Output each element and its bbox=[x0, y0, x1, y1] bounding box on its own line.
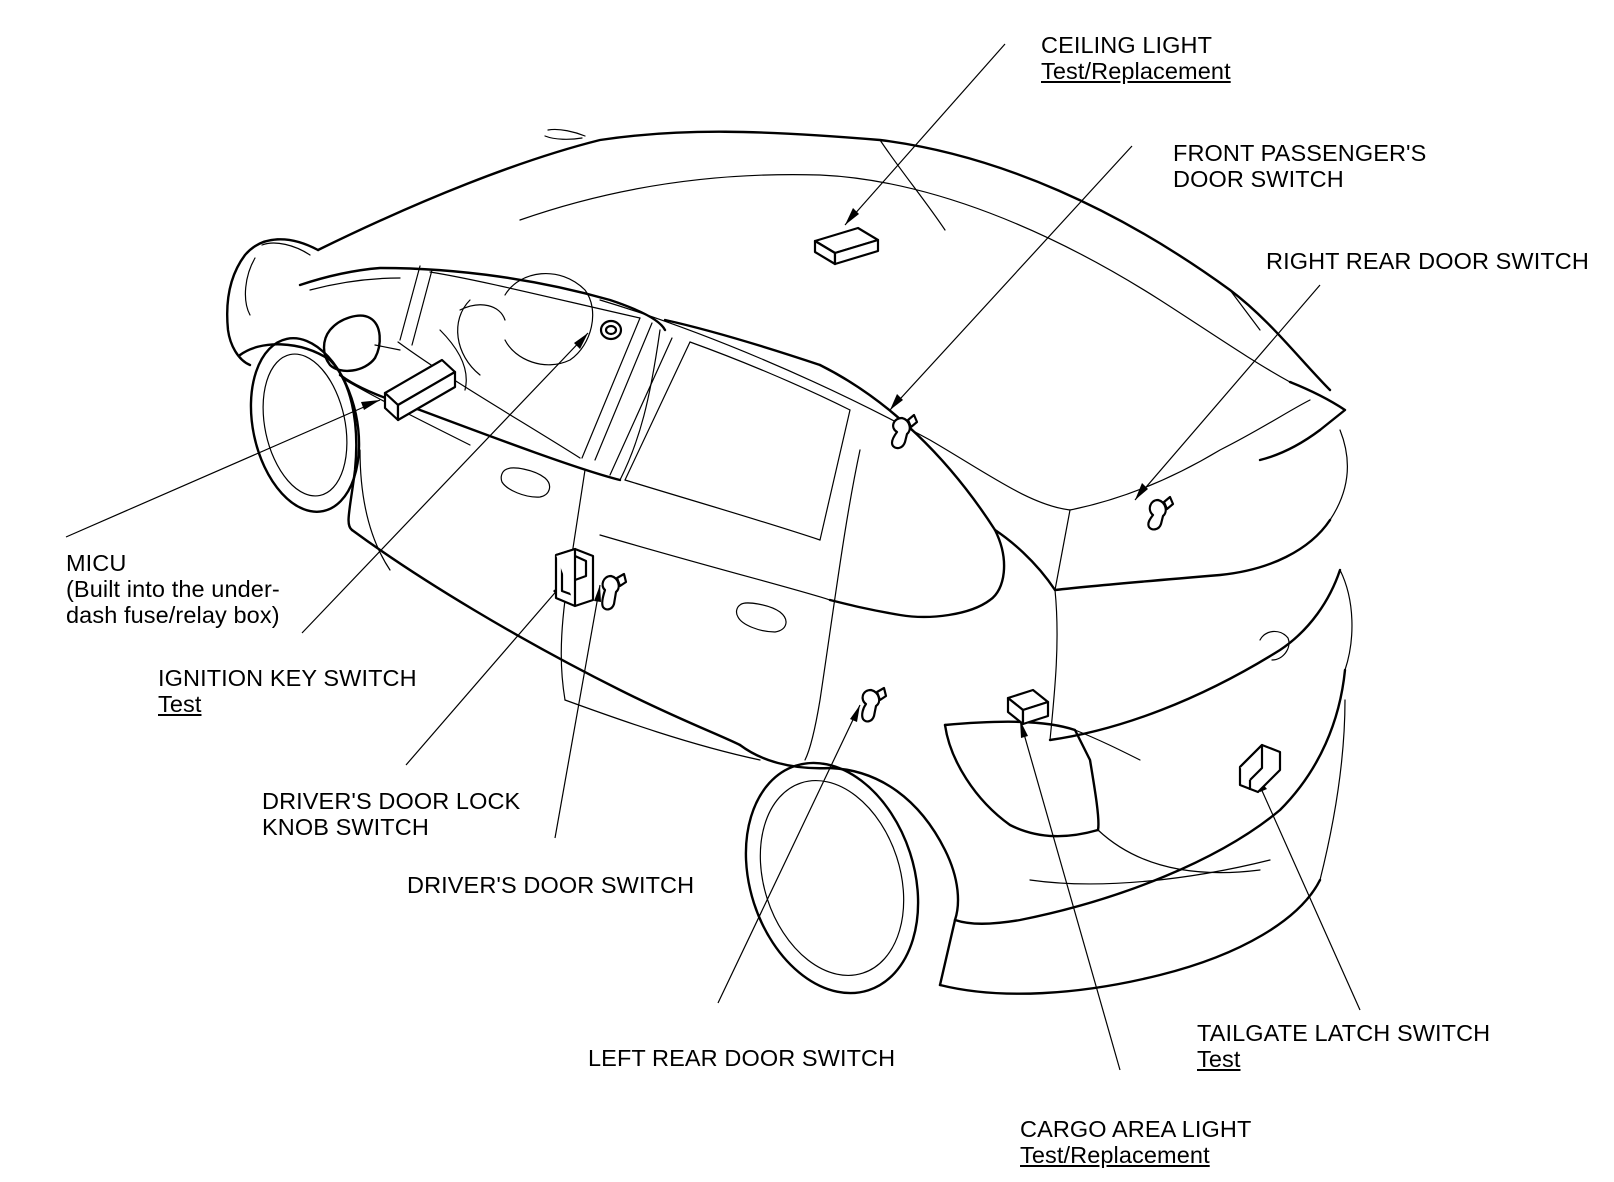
front-passenger-door-switch-label: FRONT PASSENGER'S DOOR SWITCH bbox=[1173, 140, 1426, 192]
label-line: (Built into the under- bbox=[66, 576, 280, 602]
ignition-key-switch-component bbox=[599, 319, 623, 341]
label-line: dash fuse/relay box) bbox=[66, 602, 280, 628]
label-line: CEILING LIGHT bbox=[1041, 32, 1213, 58]
label-line: TAILGATE LATCH SWITCH bbox=[1197, 1020, 1491, 1046]
tailgate-latch-switch-component bbox=[1238, 743, 1282, 794]
label-line: KNOB SWITCH bbox=[262, 814, 429, 840]
micu-component bbox=[383, 358, 457, 422]
leader-lines bbox=[65, 43, 1361, 1071]
micu-label: MICU (Built into the under- dash fuse/re… bbox=[66, 550, 280, 628]
tailgate-latch-switch-test-link[interactable]: Test bbox=[1197, 1046, 1241, 1072]
ceiling-light-component bbox=[813, 226, 880, 266]
drivers-door-lock-knob-switch-component bbox=[554, 547, 595, 608]
front-passenger-door-switch-component bbox=[890, 413, 919, 450]
label-line: CARGO AREA LIGHT bbox=[1020, 1116, 1252, 1142]
leader-arrowheads bbox=[361, 208, 1267, 792]
ignition-key-switch-test-link[interactable]: Test bbox=[158, 691, 202, 717]
drivers-door-switch-label: DRIVER'S DOOR SWITCH bbox=[407, 872, 694, 898]
ceiling-light-test-replacement-link[interactable]: Test/Replacement bbox=[1041, 58, 1231, 84]
left-rear-door-switch-component bbox=[861, 686, 888, 723]
right-rear-door-switch-label: RIGHT REAR DOOR SWITCH bbox=[1266, 248, 1589, 274]
right-rear-door-switch-component bbox=[1147, 495, 1175, 531]
label-line: DRIVER'S DOOR LOCK bbox=[262, 788, 521, 814]
car-outline bbox=[226, 128, 1353, 995]
label-line: DOOR SWITCH bbox=[1173, 166, 1344, 192]
label-line: IGNITION KEY SWITCH bbox=[158, 665, 417, 691]
label-line: RIGHT REAR DOOR SWITCH bbox=[1266, 248, 1589, 274]
cargo-area-light-component bbox=[1006, 688, 1050, 726]
left-rear-door-switch-label: LEFT REAR DOOR SWITCH bbox=[588, 1045, 895, 1071]
label-line: DRIVER'S DOOR SWITCH bbox=[407, 872, 695, 898]
ignition-key-switch-label: IGNITION KEY SWITCH Test bbox=[158, 665, 417, 717]
label-line: FRONT PASSENGER'S bbox=[1173, 140, 1427, 166]
label-line: LEFT REAR DOOR SWITCH bbox=[588, 1045, 896, 1071]
drivers-door-lock-knob-switch-label: DRIVER'S DOOR LOCK KNOB SWITCH bbox=[262, 788, 520, 840]
tailgate-latch-switch-label: TAILGATE LATCH SWITCH Test bbox=[1197, 1020, 1490, 1072]
label-line: MICU bbox=[66, 550, 127, 576]
ceiling-light-label: CEILING LIGHT Test/Replacement bbox=[1041, 32, 1231, 84]
drivers-door-switch-component bbox=[601, 572, 628, 611]
cargo-area-light-test-replacement-link[interactable]: Test/Replacement bbox=[1020, 1142, 1210, 1168]
cargo-area-light-label: CARGO AREA LIGHT Test/Replacement bbox=[1020, 1116, 1251, 1168]
